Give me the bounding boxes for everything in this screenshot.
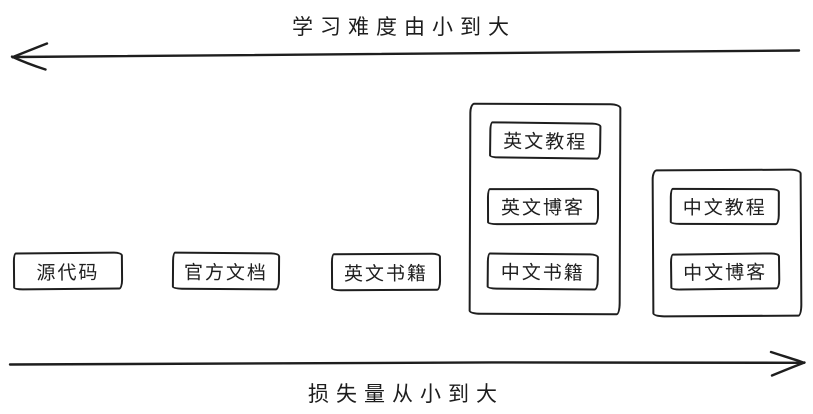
box-source-code: 源代码 [12,251,124,291]
box-official-docs: 官方文档 [171,251,281,291]
box-english-tutorials: 英文教程 [489,121,602,160]
box-chinese-books: 中文书籍 [486,252,599,291]
box-chinese-tutorials: 中文教程 [669,187,780,226]
group-english-tutorials-blogs-chinese-books: 英文教程 英文博客 中文书籍 [468,102,622,316]
top-axis-label: 学习难度由小到大 [292,16,516,39]
left-arrow [10,42,801,71]
box-english-books: 英文书籍 [330,252,442,292]
box-english-blogs: 英文博客 [486,187,600,226]
right-arrow [8,350,806,377]
bottom-axis-label: 损失量从小到大 [308,383,504,406]
group-chinese-tutorials-blogs: 中文教程 中文博客 [651,168,803,318]
box-chinese-blogs: 中文博客 [669,252,781,291]
